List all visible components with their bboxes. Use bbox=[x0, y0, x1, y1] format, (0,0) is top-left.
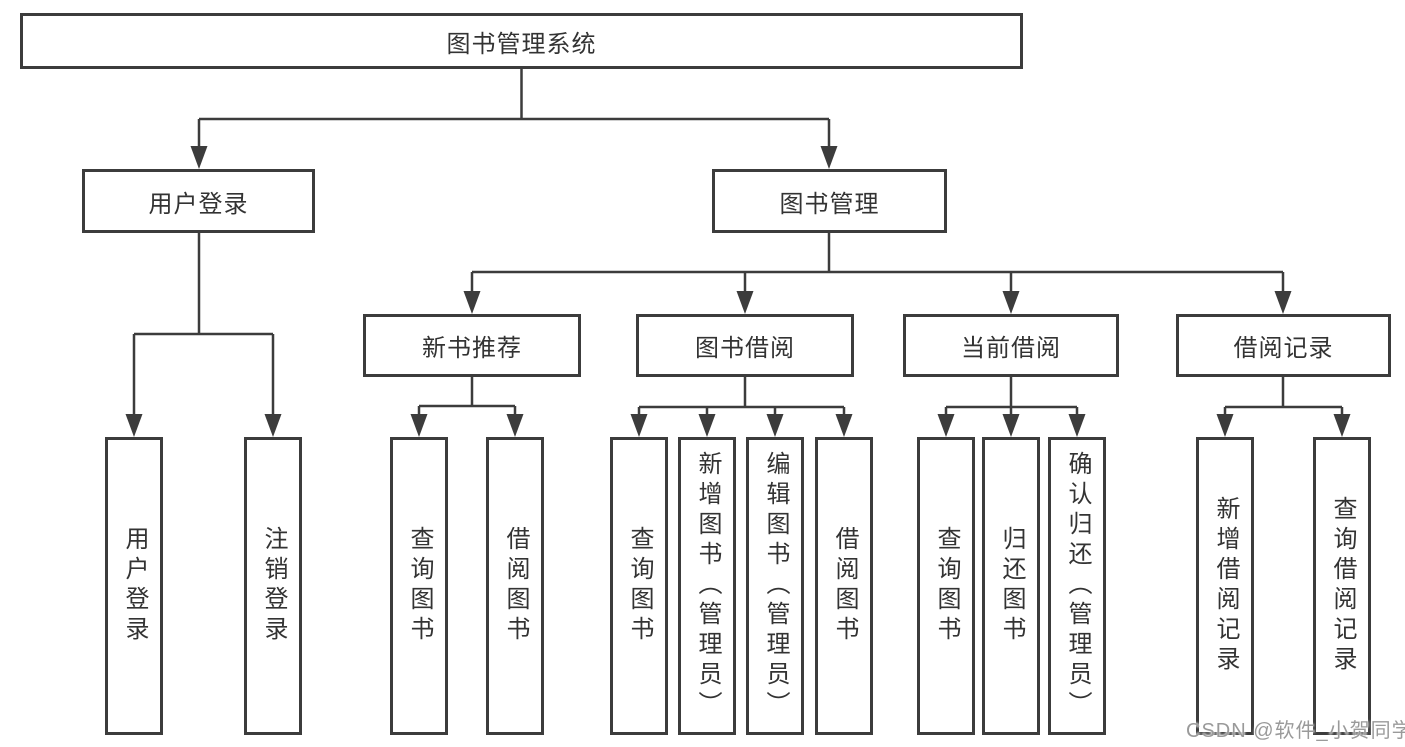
node-borrow-borrow-books-label: 借阅图书 bbox=[831, 526, 858, 646]
node-book-borrow: 图书借阅 bbox=[636, 314, 854, 377]
node-recommend-borrow-books: 借阅图书 bbox=[486, 437, 544, 735]
node-book-management-label: 图书管理 bbox=[779, 190, 880, 218]
node-records-query-record-label: 查询借阅记录 bbox=[1329, 496, 1356, 676]
node-library-system: 图书管理系统 bbox=[20, 13, 1023, 69]
node-current-borrow-label: 当前借阅 bbox=[961, 335, 1061, 362]
node-book-borrow-label: 图书借阅 bbox=[695, 335, 795, 362]
node-records-query-record: 查询借阅记录 bbox=[1313, 437, 1371, 735]
node-login-user-login-label: 用户登录 bbox=[121, 526, 148, 646]
node-login-logout: 注销登录 bbox=[244, 437, 302, 735]
node-borrow-borrow-books: 借阅图书 bbox=[815, 437, 873, 735]
node-borrow-edit-books-admin: 编辑图书（管理员） bbox=[746, 437, 804, 735]
node-current-query-books-label: 查询图书 bbox=[933, 526, 960, 646]
node-current-query-books: 查询图书 bbox=[917, 437, 975, 735]
node-current-borrow: 当前借阅 bbox=[903, 314, 1119, 377]
node-borrow-add-books-admin-label: 新增图书（管理员） bbox=[694, 451, 721, 721]
node-login-user-login: 用户登录 bbox=[105, 437, 163, 735]
node-borrow-query-books: 查询图书 bbox=[610, 437, 668, 735]
node-current-return-books-label: 归还图书 bbox=[998, 526, 1025, 646]
node-current-return-books: 归还图书 bbox=[982, 437, 1040, 735]
node-records-add-record-label: 新增借阅记录 bbox=[1212, 496, 1239, 676]
node-recommend-query-books-label: 查询图书 bbox=[406, 526, 433, 646]
node-new-book-recommend-label: 新书推荐 bbox=[422, 335, 522, 362]
node-user-login-branch-label: 用户登录 bbox=[148, 190, 249, 218]
node-borrow-records-label: 借阅记录 bbox=[1233, 335, 1334, 362]
node-borrow-add-books-admin: 新增图书（管理员） bbox=[678, 437, 736, 735]
node-recommend-query-books: 查询图书 bbox=[390, 437, 448, 735]
node-records-add-record: 新增借阅记录 bbox=[1196, 437, 1254, 735]
node-library-system-label: 图书管理系统 bbox=[446, 30, 597, 58]
node-borrow-edit-books-admin-label: 编辑图书（管理员） bbox=[762, 451, 789, 721]
node-current-confirm-return-admin-label: 确认归还（管理员） bbox=[1064, 451, 1091, 721]
node-borrow-query-books-label: 查询图书 bbox=[626, 526, 653, 646]
csdn-watermark: CSDN @软件_小贺同学 bbox=[1186, 720, 1405, 742]
node-user-login-branch: 用户登录 bbox=[82, 169, 315, 233]
node-login-logout-label: 注销登录 bbox=[260, 526, 287, 646]
node-book-management: 图书管理 bbox=[712, 169, 947, 233]
node-recommend-borrow-books-label: 借阅图书 bbox=[502, 526, 529, 646]
arrowheads bbox=[125, 146, 1351, 437]
node-current-confirm-return-admin: 确认归还（管理员） bbox=[1048, 437, 1106, 735]
node-borrow-records: 借阅记录 bbox=[1176, 314, 1391, 377]
node-new-book-recommend: 新书推荐 bbox=[363, 314, 581, 377]
